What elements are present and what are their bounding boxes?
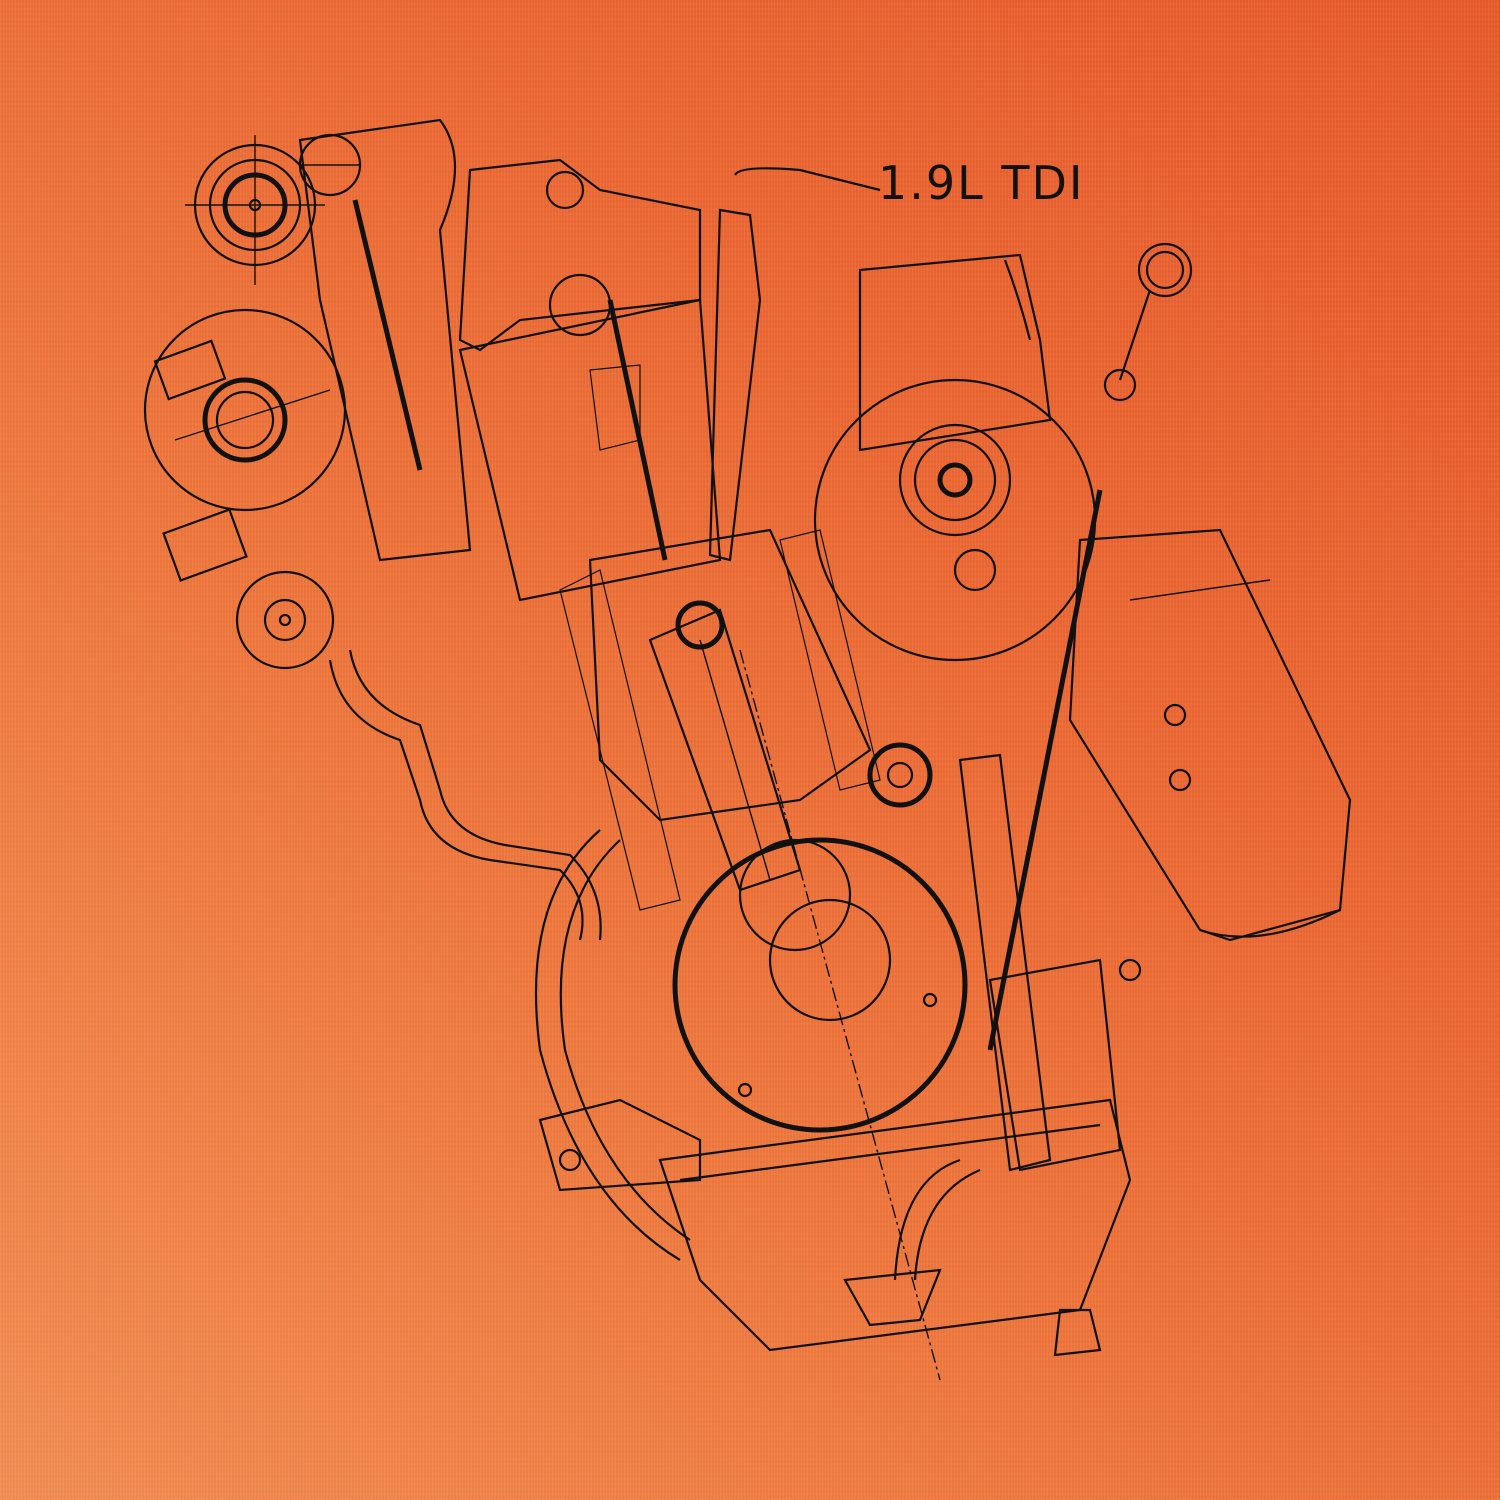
- timing-pulley: [143, 308, 347, 582]
- idler-pulley: [235, 570, 335, 670]
- engine-label: 1.9L TDI: [878, 156, 1085, 210]
- tensioner-pulley: [185, 133, 362, 285]
